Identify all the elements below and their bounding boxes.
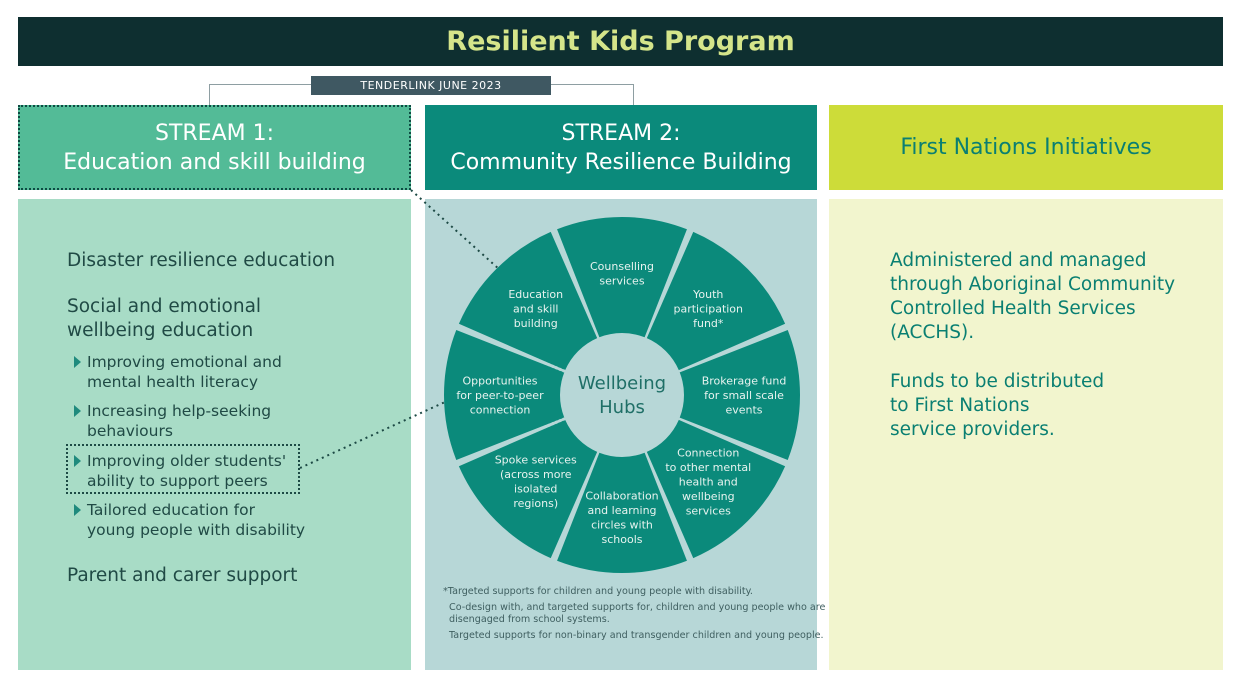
stream2-heading-line2: Community Resilience Building <box>450 149 792 175</box>
stream1-subitem: Increasing help-seeking behaviours <box>67 401 271 441</box>
wheel-segment-label: Opportunities <box>462 375 537 388</box>
wheel-segment-label: Youth <box>692 288 723 301</box>
stream2-heading: STREAM 2: Community Resilience Building <box>425 105 817 190</box>
wheel-segment-label: Education <box>508 288 563 301</box>
wheel-segment-label: isolated <box>514 483 557 496</box>
fn-line: to First Nations <box>890 395 1030 416</box>
stream2-note: Targeted supports for non-binary and tra… <box>449 630 824 642</box>
fn-line: Funds to be distributed <box>890 371 1105 392</box>
wheel-segment-label: events <box>725 404 762 417</box>
stream1-subitem-line: young people with disability <box>87 521 306 539</box>
triangle-bullet-icon <box>74 356 81 368</box>
wheel-segment-label: and learning <box>587 504 656 517</box>
note-line: disengaged from school systems. <box>449 614 610 625</box>
date-tag: TENDERLINK JUNE 2023 <box>311 76 551 95</box>
wheel-segment-label: Spoke services <box>495 454 577 467</box>
stream1-heading: STREAM 1: Education and skill building <box>18 105 411 190</box>
stream1-subitem: Improving emotional and mental health li… <box>67 352 282 392</box>
highlight-box <box>66 444 300 494</box>
stream1-item-line: Disaster resilience education <box>67 250 336 271</box>
fn-line: (ACCHS). <box>890 322 975 343</box>
note-line: Targeted supports for non-binary and tra… <box>449 630 824 641</box>
connector-left-down <box>209 84 210 105</box>
wheel-segment-label: Collaboration <box>585 489 658 502</box>
stream1-subitem-line: mental health literacy <box>87 373 259 391</box>
wheel-segment-label: and skill <box>513 303 558 316</box>
first-nations-paragraph: Funds to be distributed to First Nations… <box>890 370 1104 442</box>
wheel-segment-label: Brokerage fund <box>702 375 787 388</box>
stream2-note: *Targeted supports for children and youn… <box>443 586 753 598</box>
stream2-heading-line1: STREAM 2: <box>561 120 681 146</box>
stream1-subitem-line: Improving older students' <box>87 452 287 470</box>
stream2-note: Co-design with, and targeted supports fo… <box>449 602 825 626</box>
triangle-bullet-icon <box>74 504 81 516</box>
wheel-segment-label: regions) <box>513 497 558 510</box>
connector-peer-to-wheel <box>299 401 446 469</box>
wheel-segment-label: services <box>686 504 731 517</box>
wheel-segment-label: (across more <box>500 468 572 481</box>
connector-left <box>209 84 311 85</box>
triangle-bullet-icon <box>74 455 81 467</box>
wheel-segment-label: wellbeing <box>682 490 735 503</box>
wheel-segment-label: participation <box>674 303 744 316</box>
stream1-heading-line1: STREAM 1: <box>154 120 275 146</box>
stream1-subitem: Improving older students' ability to sup… <box>67 451 286 491</box>
stream1-subitem-line: Tailored education for <box>87 501 255 519</box>
stream1-item: Parent and carer support <box>67 565 298 586</box>
stream1-subitem-line: Improving emotional and <box>87 353 282 371</box>
fn-line: service providers. <box>890 419 1055 440</box>
wheel-segment-label: Counselling <box>590 260 654 273</box>
first-nations-paragraph: Administered and managed through Aborigi… <box>890 249 1175 345</box>
stream1-item: Disaster resilience education <box>67 249 335 273</box>
wheel-segment <box>458 231 598 371</box>
fn-line: through Aboriginal Community <box>890 274 1176 295</box>
wheel-segment-label: services <box>599 274 644 287</box>
stream1-item: Social and emotional wellbeing education <box>67 295 261 343</box>
hub-label: Hubs <box>599 397 645 418</box>
wheel-segment-label: connection <box>470 404 531 417</box>
stream1-item-line: Social and emotional <box>67 296 262 317</box>
wheel-segment-label: health and <box>679 475 738 488</box>
wheel-segment-label: fund* <box>693 317 724 330</box>
connector-right-down <box>633 84 634 105</box>
wheel-segment-label: Connection <box>677 446 739 459</box>
wheel-segment-label: circles with <box>591 518 653 531</box>
stream1-item-line: wellbeing education <box>67 320 254 341</box>
wheel-segment <box>646 419 786 559</box>
stream1-subitem-line: Increasing help-seeking <box>87 402 272 420</box>
triangle-bullet-icon <box>74 405 81 417</box>
hub-label: Wellbeing <box>578 373 666 394</box>
wheel-segment-label: to other mental <box>665 461 751 474</box>
wheel-segment-label: for small scale <box>704 389 784 402</box>
fn-line: Controlled Health Services <box>890 298 1136 319</box>
wheel-segment-label: building <box>514 317 558 330</box>
wheel-segment-label: for peer-to-peer <box>456 389 544 402</box>
wheel-segment-label: schools <box>602 533 643 546</box>
stream1-subitem-line: ability to support peers <box>87 472 268 490</box>
hub-circle <box>564 337 680 453</box>
wheel-segment <box>646 231 786 371</box>
connector-stream1-to-wheel <box>410 189 501 271</box>
wheel-segment <box>557 217 687 338</box>
stream1-panel <box>18 199 411 670</box>
program-title: Resilient Kids Program <box>18 17 1223 66</box>
stream1-subitem: Tailored education for young people with… <box>67 500 305 540</box>
wheel-segment <box>458 419 598 559</box>
note-line: Co-design with, and targeted supports fo… <box>449 602 826 613</box>
stream1-heading-line2: Education and skill building <box>63 149 366 175</box>
wheel-segment <box>679 330 800 460</box>
wellbeing-wheel: CounsellingservicesYouthparticipationfun… <box>444 217 800 573</box>
note-line: *Targeted supports for children and youn… <box>443 586 753 597</box>
first-nations-panel <box>829 199 1223 670</box>
fn-line: Administered and managed <box>890 250 1147 271</box>
stream1-subitem-line: behaviours <box>87 422 173 440</box>
first-nations-heading: First Nations Initiatives <box>829 105 1223 190</box>
wheel-segment <box>557 452 687 573</box>
wheel-segment <box>444 330 565 460</box>
connector-right <box>551 84 634 85</box>
